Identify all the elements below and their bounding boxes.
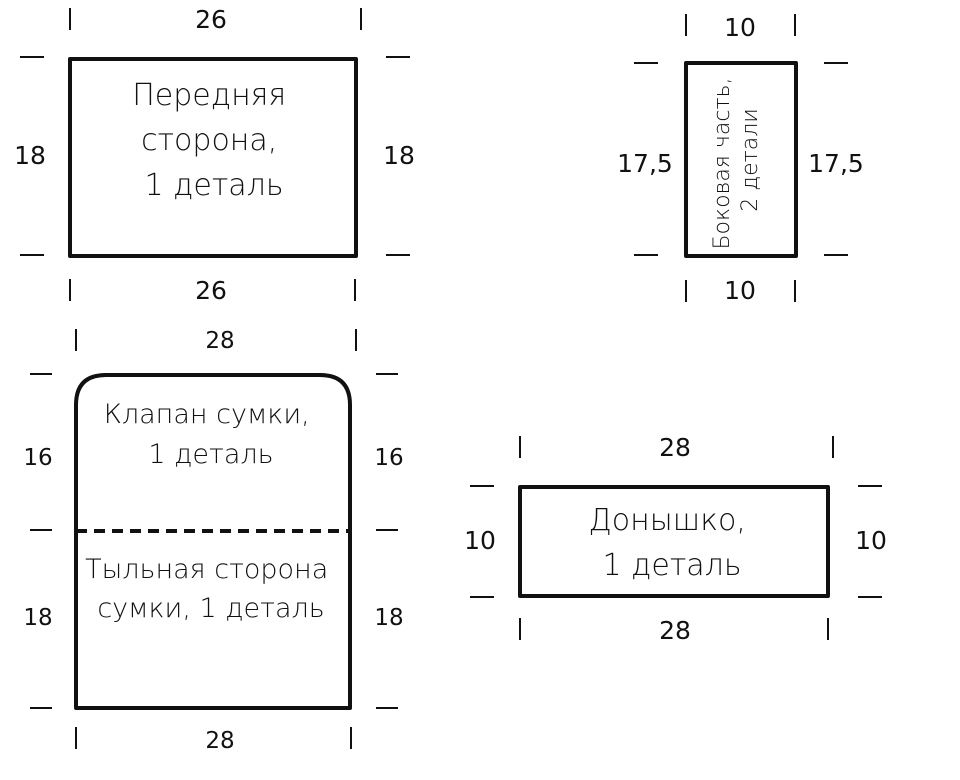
bottom-dim-bottom: 28 [659, 616, 691, 645]
front-dim-top: 26 [195, 5, 227, 34]
front-dim-bottom: 26 [195, 276, 227, 305]
flap-back-panel: 28 28 16 16 18 18 Клапан сумки, 1 деталь… [23, 328, 403, 754]
bottom-dim-right: 10 [855, 526, 887, 555]
front-dim-left: 18 [14, 141, 46, 170]
side-panel-label: Боковая часть, 2 детали [710, 70, 763, 249]
side-dim-top: 10 [724, 13, 756, 42]
side-dim-left: 17,5 [617, 149, 673, 178]
back-dim-right: 18 [374, 605, 403, 631]
front-dim-right: 18 [383, 141, 415, 170]
front-panel-outline [68, 57, 358, 258]
front-panel-label: Передняя сторона, 1 деталь [132, 78, 296, 203]
side-dim-bottom: 10 [724, 276, 756, 305]
bottom-dim-top: 28 [659, 433, 691, 462]
bottom-panel: 28 28 10 10 Донышко, 1 деталь [464, 433, 887, 645]
back-label: Тыльная сторона сумки, 1 деталь [85, 554, 337, 624]
flap-dim-top: 28 [205, 328, 234, 354]
flap-back-outline [74, 373, 352, 710]
back-dim-bottom: 28 [205, 728, 234, 754]
bottom-panel-label: Донышко, 1 деталь [589, 503, 756, 583]
side-dim-right: 17,5 [808, 149, 864, 178]
bottom-dim-left: 10 [464, 526, 496, 555]
flap-dim-right: 16 [374, 445, 403, 471]
bottom-panel-outline [518, 485, 830, 598]
flap-dim-left: 16 [23, 445, 52, 471]
back-dim-left: 18 [23, 605, 52, 631]
front-panel: 26 26 18 18 Передняя сторона, 1 деталь [14, 5, 415, 305]
flap-label: Клапан сумки, 1 деталь [104, 399, 319, 470]
side-panel-outline [684, 61, 798, 258]
side-panel: 10 10 17,5 17,5 Боковая часть, 2 детали [617, 13, 864, 305]
